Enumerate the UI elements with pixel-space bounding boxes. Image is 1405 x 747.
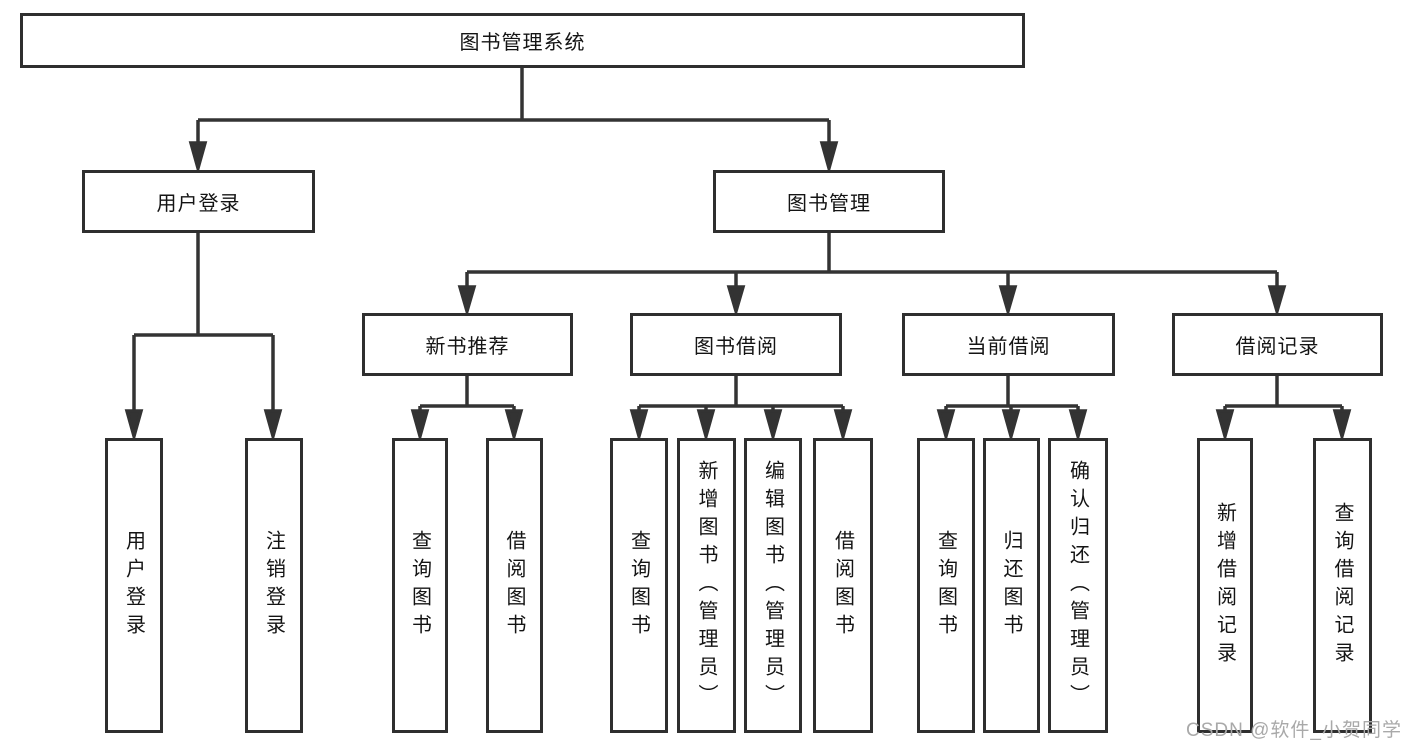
leaf-newbooks-query: 查询图书 (392, 438, 448, 733)
leaf-logout: 注销登录 (245, 438, 303, 733)
connector-root-to-level2 (188, 68, 839, 175)
leaf-borrowing-add-admin: 新增图书（管理员） (677, 438, 736, 733)
leaf-current-return: 归还图书 (983, 438, 1040, 733)
leaf-borrowing-edit-admin: 编辑图书（管理员） (744, 438, 802, 733)
leaf-current-confirm-admin: 确认归还（管理员） (1048, 438, 1108, 733)
leaf-user-login-label: 用户登录 (122, 529, 145, 642)
node-book-management-branch-label: 图书管理 (787, 193, 871, 215)
connector-userlogin-to-leaves (124, 233, 283, 443)
leaf-records-add: 新增借阅记录 (1197, 438, 1253, 733)
leaf-current-return-label: 归还图书 (1000, 529, 1022, 642)
leaf-borrowing-edit-admin-label: 编辑图书（管理员） (761, 459, 784, 712)
leaf-newbooks-query-label: 查询图书 (408, 529, 431, 642)
leaf-borrowing-borrow: 借阅图书 (813, 438, 873, 733)
leaf-logout-label: 注销登录 (262, 529, 285, 642)
connector-newbooks-to-leaves (410, 376, 524, 443)
node-user-login-branch: 用户登录 (82, 170, 315, 233)
leaf-borrowing-query: 查询图书 (610, 438, 668, 733)
node-new-book-recommend: 新书推荐 (362, 313, 573, 376)
leaf-newbooks-borrow: 借阅图书 (486, 438, 543, 733)
connector-borrowrecords-to-leaves (1215, 376, 1352, 443)
leaf-records-add-label: 新增借阅记录 (1213, 501, 1236, 670)
node-new-book-recommend-label: 新书推荐 (425, 336, 510, 358)
node-user-login-branch-label: 用户登录 (156, 193, 241, 215)
node-borrowing-records-label: 借阅记录 (1235, 336, 1320, 358)
leaf-current-query-label: 查询图书 (934, 529, 957, 642)
leaf-borrowing-query-label: 查询图书 (627, 529, 650, 642)
leaf-current-query: 查询图书 (917, 438, 975, 733)
leaf-records-query-label: 查询借阅记录 (1331, 501, 1353, 670)
leaf-records-query: 查询借阅记录 (1313, 438, 1372, 733)
node-book-management-branch: 图书管理 (713, 170, 945, 233)
node-current-borrowing: 当前借阅 (902, 313, 1115, 376)
connector-bookborrow-to-leaves (629, 376, 853, 443)
leaf-current-confirm-admin-label: 确认归还（管理员） (1066, 459, 1089, 712)
node-borrowing-records: 借阅记录 (1172, 313, 1383, 376)
leaf-borrowing-borrow-label: 借阅图书 (831, 529, 854, 642)
leaf-borrowing-add-admin-label: 新增图书（管理员） (695, 459, 717, 712)
csdn-watermark: CSDN @软件_小贺同学 (1186, 720, 1402, 741)
leaf-newbooks-borrow-label: 借阅图书 (503, 529, 525, 642)
node-book-borrowing-label: 图书借阅 (694, 336, 778, 358)
node-current-borrowing-label: 当前借阅 (966, 336, 1051, 358)
node-root-label: 图书管理系统 (459, 32, 586, 54)
leaf-user-login: 用户登录 (105, 438, 163, 733)
node-root-system: 图书管理系统 (20, 13, 1025, 68)
connector-bookmgmt-to-level3 (457, 233, 1287, 318)
node-book-borrowing: 图书借阅 (630, 313, 842, 376)
connector-currentborrow-to-leaves (936, 376, 1088, 443)
